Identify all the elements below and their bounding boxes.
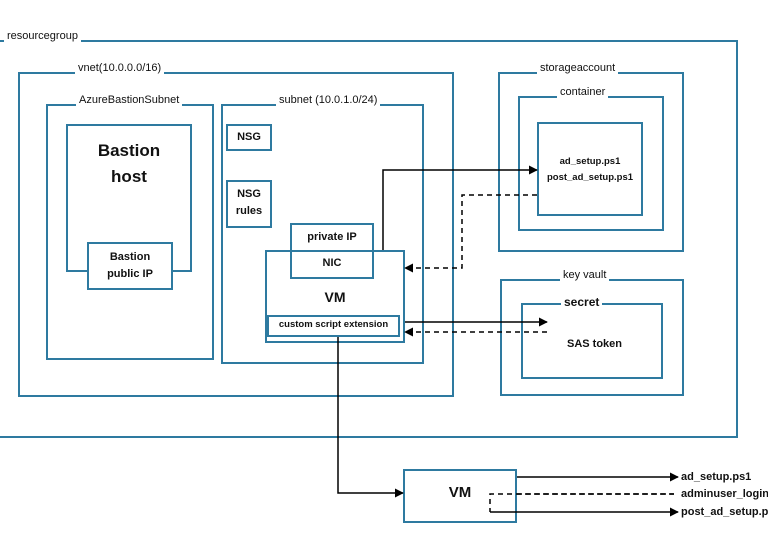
bastion-host-title: Bastion host: [66, 138, 192, 190]
private-ip-label: private IP: [307, 231, 357, 243]
output-adminuser-login: adminuser_login: [681, 488, 768, 500]
vm2-box: [403, 469, 517, 523]
bastion-subnet-label: AzureBastionSubnet: [76, 94, 183, 107]
sas-token-label: SAS token: [567, 338, 623, 350]
resourcegroup-label: resourcegroup: [4, 30, 81, 43]
nsg-rules-line1: NSG: [237, 188, 261, 200]
bastion-host-line2: host: [111, 167, 147, 186]
output-ad-setup: ad_setup.ps1: [681, 471, 752, 483]
nsg-box: [226, 124, 272, 151]
scripts-label: ad_setup.ps1 post_ad_setup.ps1: [537, 154, 643, 186]
line-vm2-dashed-loop: [489, 493, 674, 512]
nic-label: NIC: [322, 257, 342, 269]
vnet-box: [18, 72, 454, 397]
script-post-ad-setup: post_ad_setup.ps1: [546, 172, 634, 183]
arrow-cse-to-vm2: [337, 337, 404, 498]
resourcegroup-box: [0, 40, 738, 438]
bastion-ip-line2: public IP: [107, 268, 153, 280]
vm-label: VM: [324, 289, 346, 305]
arrow-container-to-nic: [404, 194, 537, 273]
bastion-ip-line1: Bastion: [109, 251, 151, 263]
container-label: container: [557, 86, 609, 99]
arrow-cse-to-container: [382, 165, 538, 250]
output-post-ad-setup: post_ad_setup.p: [681, 506, 768, 518]
vnet-label: vnet(10.0.0.0/16): [75, 62, 165, 75]
script-ad-setup: ad_setup.ps1: [559, 156, 621, 167]
cse-box: [267, 315, 400, 337]
secret-label: secret: [561, 296, 603, 309]
nic-divider: [290, 250, 374, 252]
storageaccount-label: storageaccount: [537, 62, 619, 75]
nsg-label: NSG: [237, 131, 261, 143]
subnet-label: subnet (10.0.1.0/24): [276, 94, 381, 107]
bastion-ip-box: [87, 242, 173, 290]
cse-label: custom script extension: [278, 319, 389, 330]
keyvault-label: key vault: [560, 269, 610, 282]
bastion-ip-label: Bastion public IP: [87, 249, 173, 283]
vm2-label: VM: [448, 484, 472, 501]
nsg-rules-line2: rules: [235, 205, 263, 217]
scripts-box: [537, 122, 643, 216]
nsg-rules-box: [226, 180, 272, 228]
bastion-host-line1: Bastion: [97, 141, 161, 160]
nsg-rules-label: NSG rules: [226, 186, 272, 220]
